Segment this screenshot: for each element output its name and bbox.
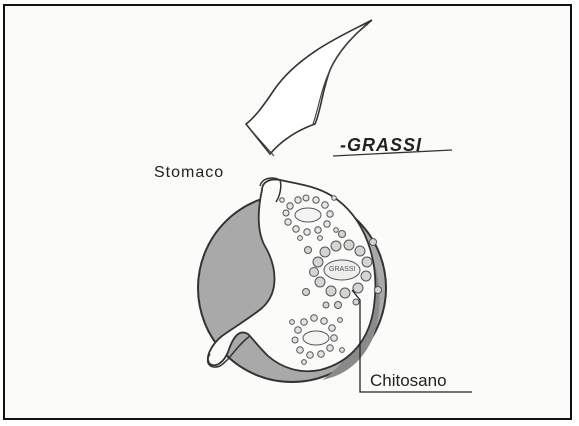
grassi-inner-label: GRASSI [329, 266, 355, 273]
funnel-shape [246, 20, 372, 154]
stomaco-label: Stomaco [154, 164, 224, 182]
grassi-label: -GRASSI [340, 135, 422, 156]
chitosano-label: Chitosano [370, 371, 447, 391]
